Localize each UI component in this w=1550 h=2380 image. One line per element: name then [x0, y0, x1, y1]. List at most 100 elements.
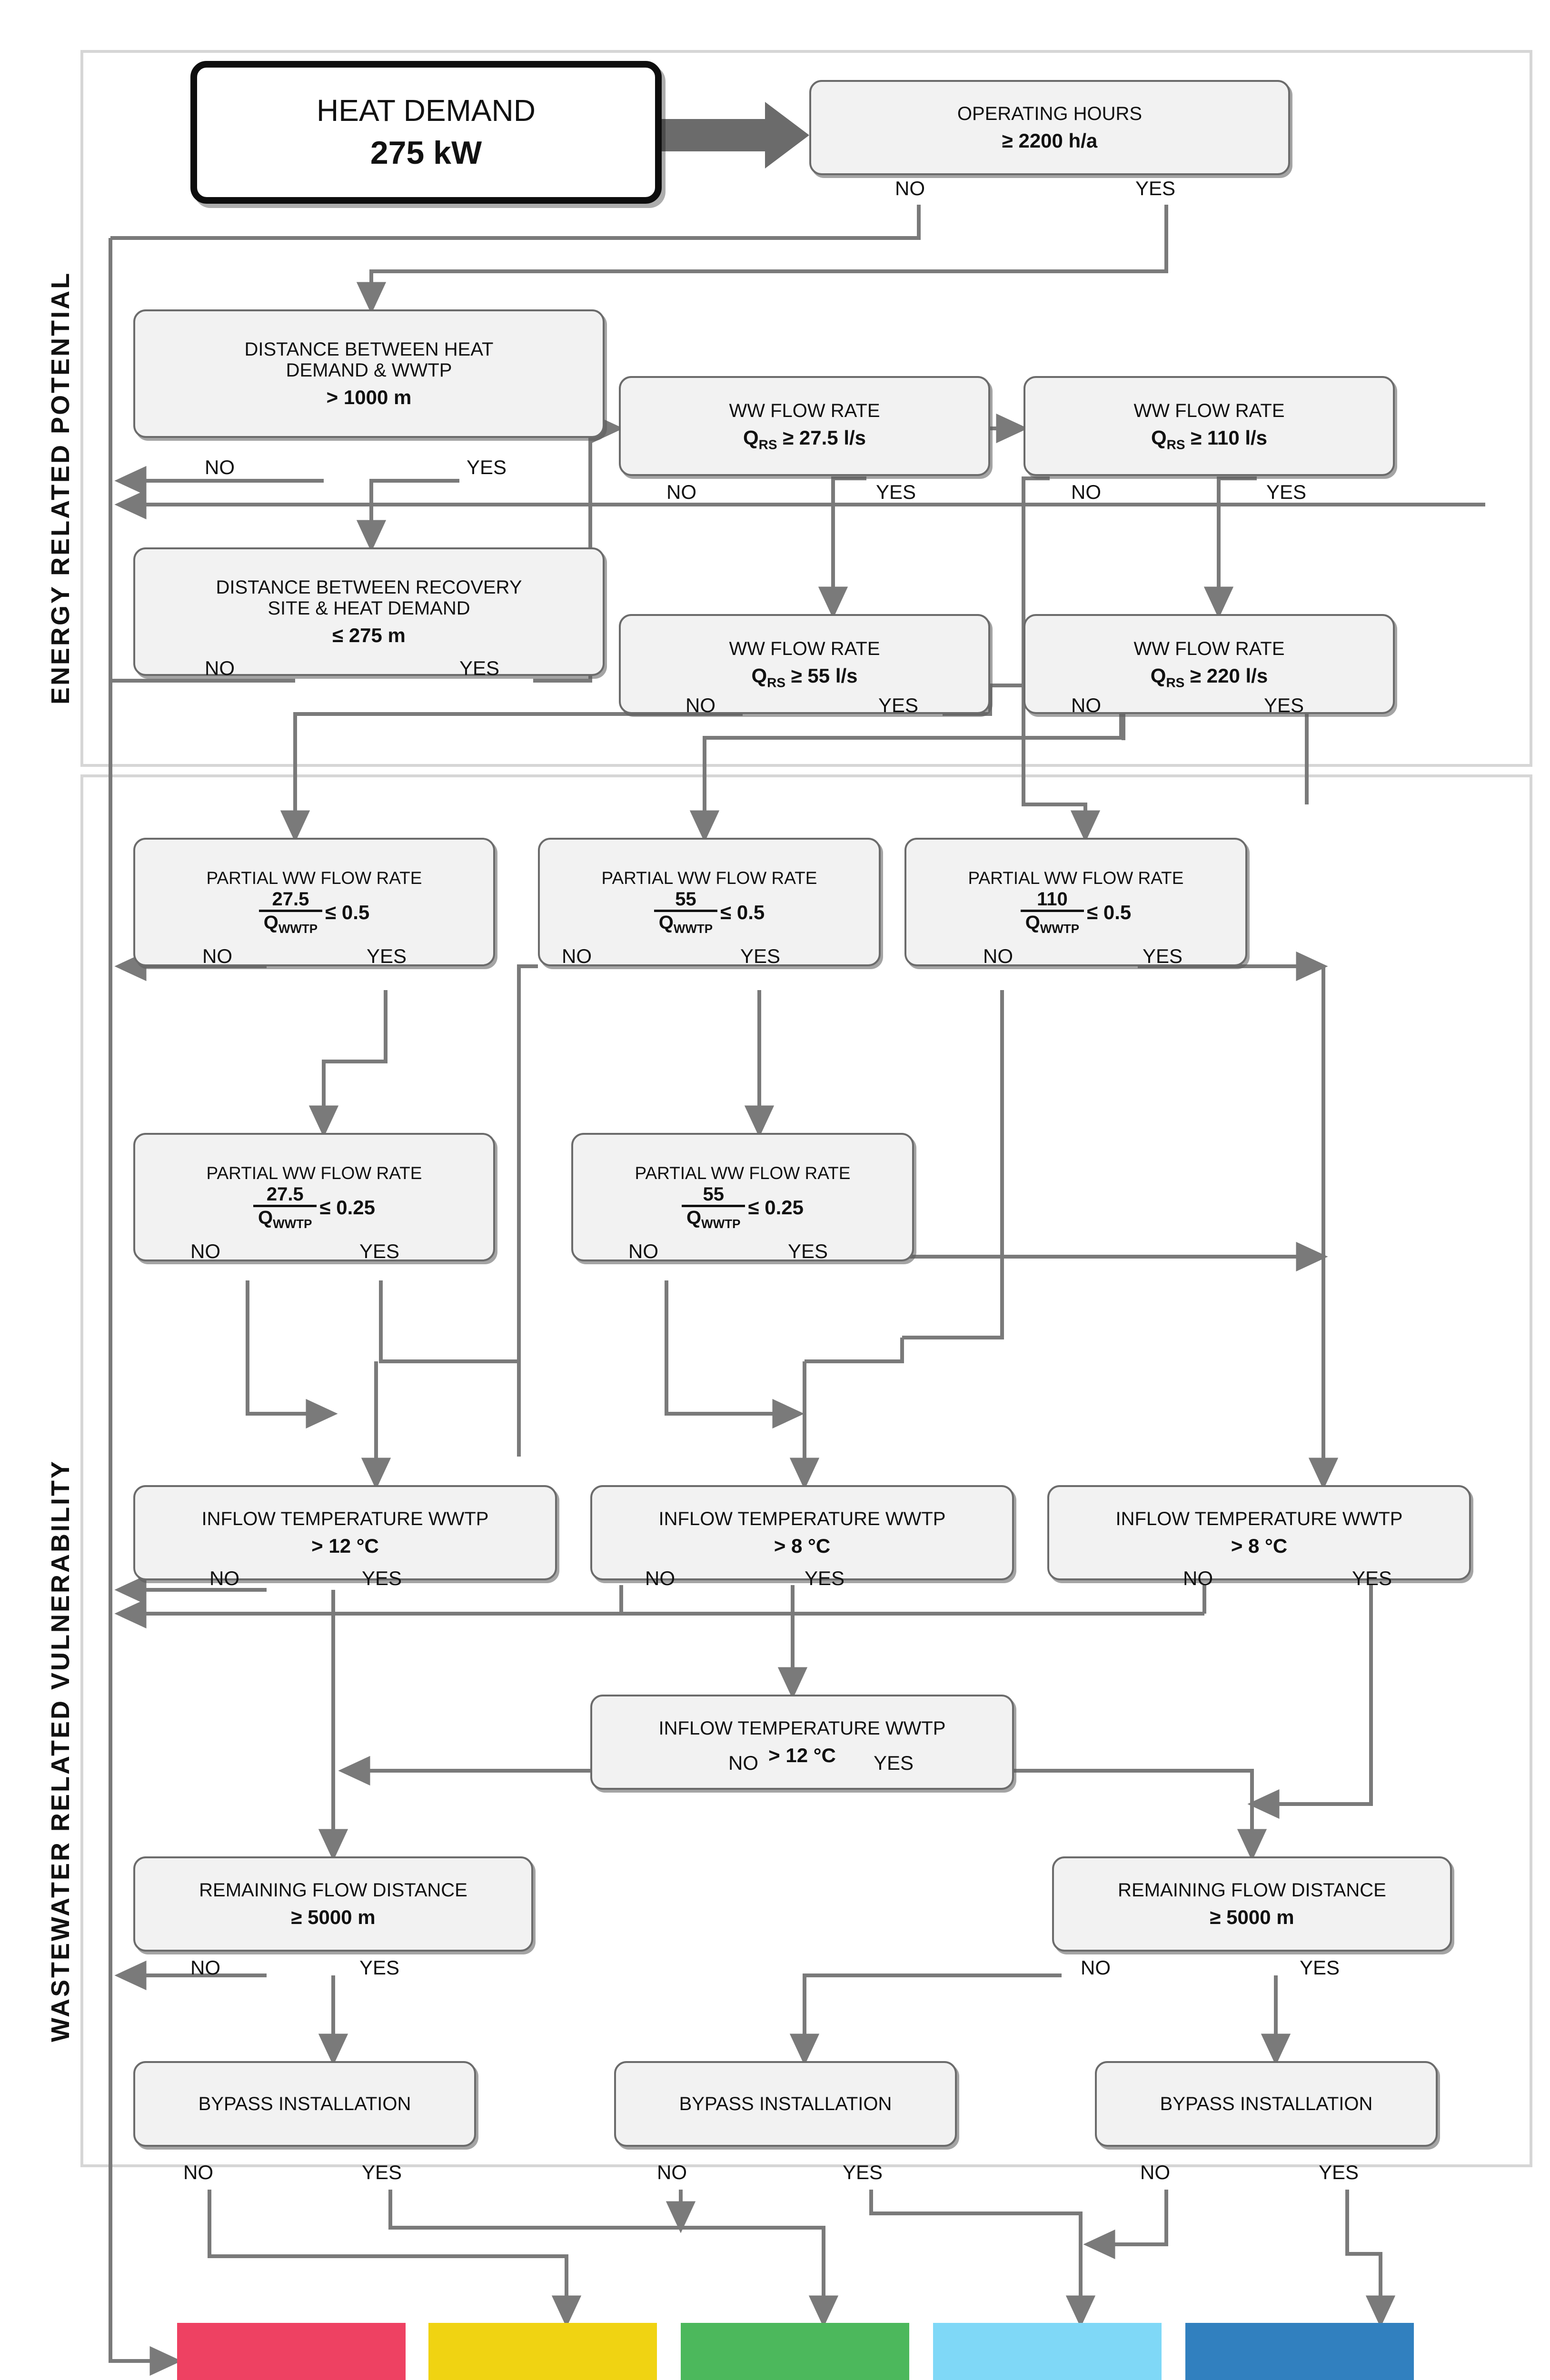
result-not-suitable[interactable]: not suitable	[177, 2323, 406, 2380]
node-ww-flow-110[interactable]: WW FLOW RATE QRS ≥ 110 l/s	[1023, 376, 1395, 476]
node-heat-demand[interactable]: HEAT DEMAND 275 kW	[190, 61, 662, 204]
node-inflow-temp-8-right[interactable]: INFLOW TEMPERATURE WWTP > 8 °C	[1047, 1485, 1471, 1580]
fraction-numerator: 27.5	[272, 889, 309, 910]
node-partial-110-05[interactable]: PARTIAL WW FLOW RATE 110 QWWTP ≤ 0.5	[904, 838, 1247, 966]
node-inflow-temp-8-right-title: INFLOW TEMPERATURE WWTP	[1115, 1508, 1403, 1530]
node-inflow-temp-8-middle[interactable]: INFLOW TEMPERATURE WWTP > 8 °C	[590, 1485, 1014, 1580]
edge-label-rfl-no: NO	[190, 1956, 220, 1979]
result-less-suitable[interactable]: less suitable	[428, 2323, 657, 2380]
edge-label-t2-yes: YES	[805, 1567, 845, 1589]
section-label-wastewater: WASTEWATER RELATED VULNERABILITY	[46, 1459, 75, 2042]
fraction-denominator: QWWTP	[253, 1207, 317, 1230]
node-ww-flow-110-title: WW FLOW RATE	[1133, 400, 1285, 421]
panel-energy	[80, 50, 1532, 767]
node-inflow-temp-8-middle-value: > 8 °C	[774, 1534, 831, 1557]
node-distance-heat-wwtp[interactable]: DISTANCE BETWEEN HEAT DEMAND & WWTP > 10…	[133, 309, 605, 438]
node-distance-recovery-heat[interactable]: DISTANCE BETWEEN RECOVERY SITE & HEAT DE…	[133, 547, 605, 676]
fraction-denominator-q: Q	[686, 1207, 702, 1228]
fraction-bar	[253, 1205, 317, 1207]
node-inflow-temp-12-left[interactable]: INFLOW TEMPERATURE WWTP > 12 °C	[133, 1485, 557, 1580]
edge-label-dhw-yes: YES	[467, 456, 507, 478]
result-most-suitable[interactable]: most suitable	[1185, 2323, 1414, 2380]
result-suitable[interactable]: suitable	[681, 2323, 909, 2380]
edge-label-p1-yes: YES	[367, 945, 407, 967]
edge-label-b1-yes: YES	[362, 2161, 402, 2183]
node-partial-27-5-025-title: PARTIAL WW FLOW RATE	[206, 1163, 422, 1183]
edge-label-p1-no: NO	[202, 945, 232, 967]
edge-label-oh-no: NO	[895, 177, 925, 199]
fraction-denominator: QWWTP	[259, 912, 322, 935]
node-ww-flow-27-5[interactable]: WW FLOW RATE QRS ≥ 27.5 l/s	[619, 376, 990, 476]
node-distance-heat-wwtp-title-2: DEMAND & WWTP	[286, 360, 452, 381]
edge-label-t1-no: NO	[209, 1567, 239, 1589]
fraction-bar	[682, 1205, 745, 1207]
q-symbol: Q	[751, 664, 767, 687]
edge-label-b1-no: NO	[183, 2161, 213, 2183]
edge-label-rfr-yes: YES	[1300, 1956, 1340, 1979]
edge-label-t2-no: NO	[645, 1567, 675, 1589]
edge-label-rfr-no: NO	[1081, 1956, 1111, 1979]
fraction-bar	[654, 910, 718, 912]
q-subscript: RS	[767, 674, 786, 690]
node-operating-hours[interactable]: OPERATING HOURS ≥ 2200 h/a	[809, 80, 1290, 175]
node-distance-recovery-heat-value: ≤ 275 m	[332, 624, 406, 647]
fraction-numerator: 55	[703, 1184, 725, 1205]
edge-label-dhw-no: NO	[205, 456, 235, 478]
node-inflow-temp-8-middle-title: INFLOW TEMPERATURE WWTP	[658, 1508, 946, 1530]
node-remaining-flow-left-title: REMAINING FLOW DISTANCE	[199, 1880, 467, 1901]
node-ww-flow-55-value: QRS ≥ 55 l/s	[751, 664, 857, 690]
node-bypass-installation-2[interactable]: BYPASS INSTALLATION	[614, 2061, 957, 2147]
fraction-denominator: QWWTP	[682, 1207, 745, 1230]
fraction-comparison: ≤ 0.25	[319, 1196, 375, 1219]
edge-label-oh-yes: YES	[1135, 177, 1176, 199]
node-ww-flow-55[interactable]: WW FLOW RATE QRS ≥ 55 l/s	[619, 614, 990, 714]
q-subscript: RS	[1166, 674, 1185, 690]
fraction-denominator-q: Q	[1025, 912, 1040, 933]
node-ww-flow-220-value: QRS ≥ 220 l/s	[1151, 664, 1268, 690]
node-distance-recovery-heat-title-1: DISTANCE BETWEEN RECOVERY	[216, 576, 522, 598]
node-ww-flow-220-title: WW FLOW RATE	[1133, 638, 1285, 659]
fraction-denominator-q: Q	[258, 1207, 273, 1228]
fraction-denominator-q: Q	[658, 912, 674, 933]
node-inflow-temp-12-left-value: > 12 °C	[311, 1534, 379, 1557]
fraction-body: 27.5 QWWTP	[258, 889, 323, 935]
edge-label-q220-no: NO	[1071, 694, 1101, 716]
node-ww-flow-110-value: QRS ≥ 110 l/s	[1151, 426, 1267, 452]
node-inflow-temp-12-center-value: > 12 °C	[768, 1744, 836, 1766]
node-operating-hours-title: OPERATING HOURS	[957, 103, 1143, 125]
node-remaining-flow-left[interactable]: REMAINING FLOW DISTANCE ≥ 5000 m	[133, 1856, 533, 1952]
q-subscript: RS	[758, 436, 777, 452]
node-partial-55-025-title: PARTIAL WW FLOW RATE	[635, 1163, 851, 1183]
node-bypass-installation-1[interactable]: BYPASS INSTALLATION	[133, 2061, 476, 2147]
q-symbol: Q	[1150, 664, 1166, 687]
edge-label-p4-no: NO	[190, 1240, 220, 1262]
node-remaining-flow-right[interactable]: REMAINING FLOW DISTANCE ≥ 5000 m	[1052, 1856, 1452, 1952]
fraction: 27.5 QWWTP ≤ 0.25	[253, 1185, 375, 1230]
fraction-denominator: QWWTP	[654, 912, 717, 935]
fraction-denominator-sub: WWTP	[273, 1217, 312, 1231]
edge-label-q220-yes: YES	[1264, 694, 1304, 716]
edge-label-rfl-yes: YES	[359, 1956, 400, 1979]
edge-label-tm-no: NO	[728, 1752, 758, 1774]
node-partial-55-05-title: PARTIAL WW FLOW RATE	[601, 868, 817, 888]
node-partial-55-05[interactable]: PARTIAL WW FLOW RATE 55 QWWTP ≤ 0.5	[538, 838, 881, 966]
node-partial-27-5-025[interactable]: PARTIAL WW FLOW RATE 27.5 QWWTP ≤ 0.25	[133, 1133, 495, 1261]
node-distance-heat-wwtp-value: > 1000 m	[326, 386, 412, 409]
fraction-denominator-sub: WWTP	[278, 922, 318, 936]
node-bypass-installation-3[interactable]: BYPASS INSTALLATION	[1095, 2061, 1438, 2147]
node-bypass-installation-3-title: BYPASS INSTALLATION	[1160, 2093, 1373, 2114]
node-ww-flow-220[interactable]: WW FLOW RATE QRS ≥ 220 l/s	[1023, 614, 1395, 714]
fraction-denominator-sub: WWTP	[673, 922, 713, 936]
edge-label-q275-no: NO	[666, 481, 696, 503]
edge-label-b3-yes: YES	[1319, 2161, 1359, 2183]
result-very-suitable[interactable]: very suitable	[933, 2323, 1162, 2380]
node-partial-55-025[interactable]: PARTIAL WW FLOW RATE 55 QWWTP ≤ 0.25	[571, 1133, 914, 1261]
fraction-comparison: ≤ 0.5	[325, 901, 370, 923]
edge-label-q55-no: NO	[686, 694, 715, 716]
node-inflow-temp-12-center[interactable]: INFLOW TEMPERATURE WWTP > 12 °C	[590, 1695, 1014, 1790]
node-partial-27-5-05[interactable]: PARTIAL WW FLOW RATE 27.5 QWWTP ≤ 0.5	[133, 838, 495, 966]
edge-label-t3-no: NO	[1183, 1567, 1213, 1589]
node-inflow-temp-12-left-title: INFLOW TEMPERATURE WWTP	[201, 1508, 489, 1530]
fraction-denominator: QWWTP	[1021, 912, 1084, 935]
